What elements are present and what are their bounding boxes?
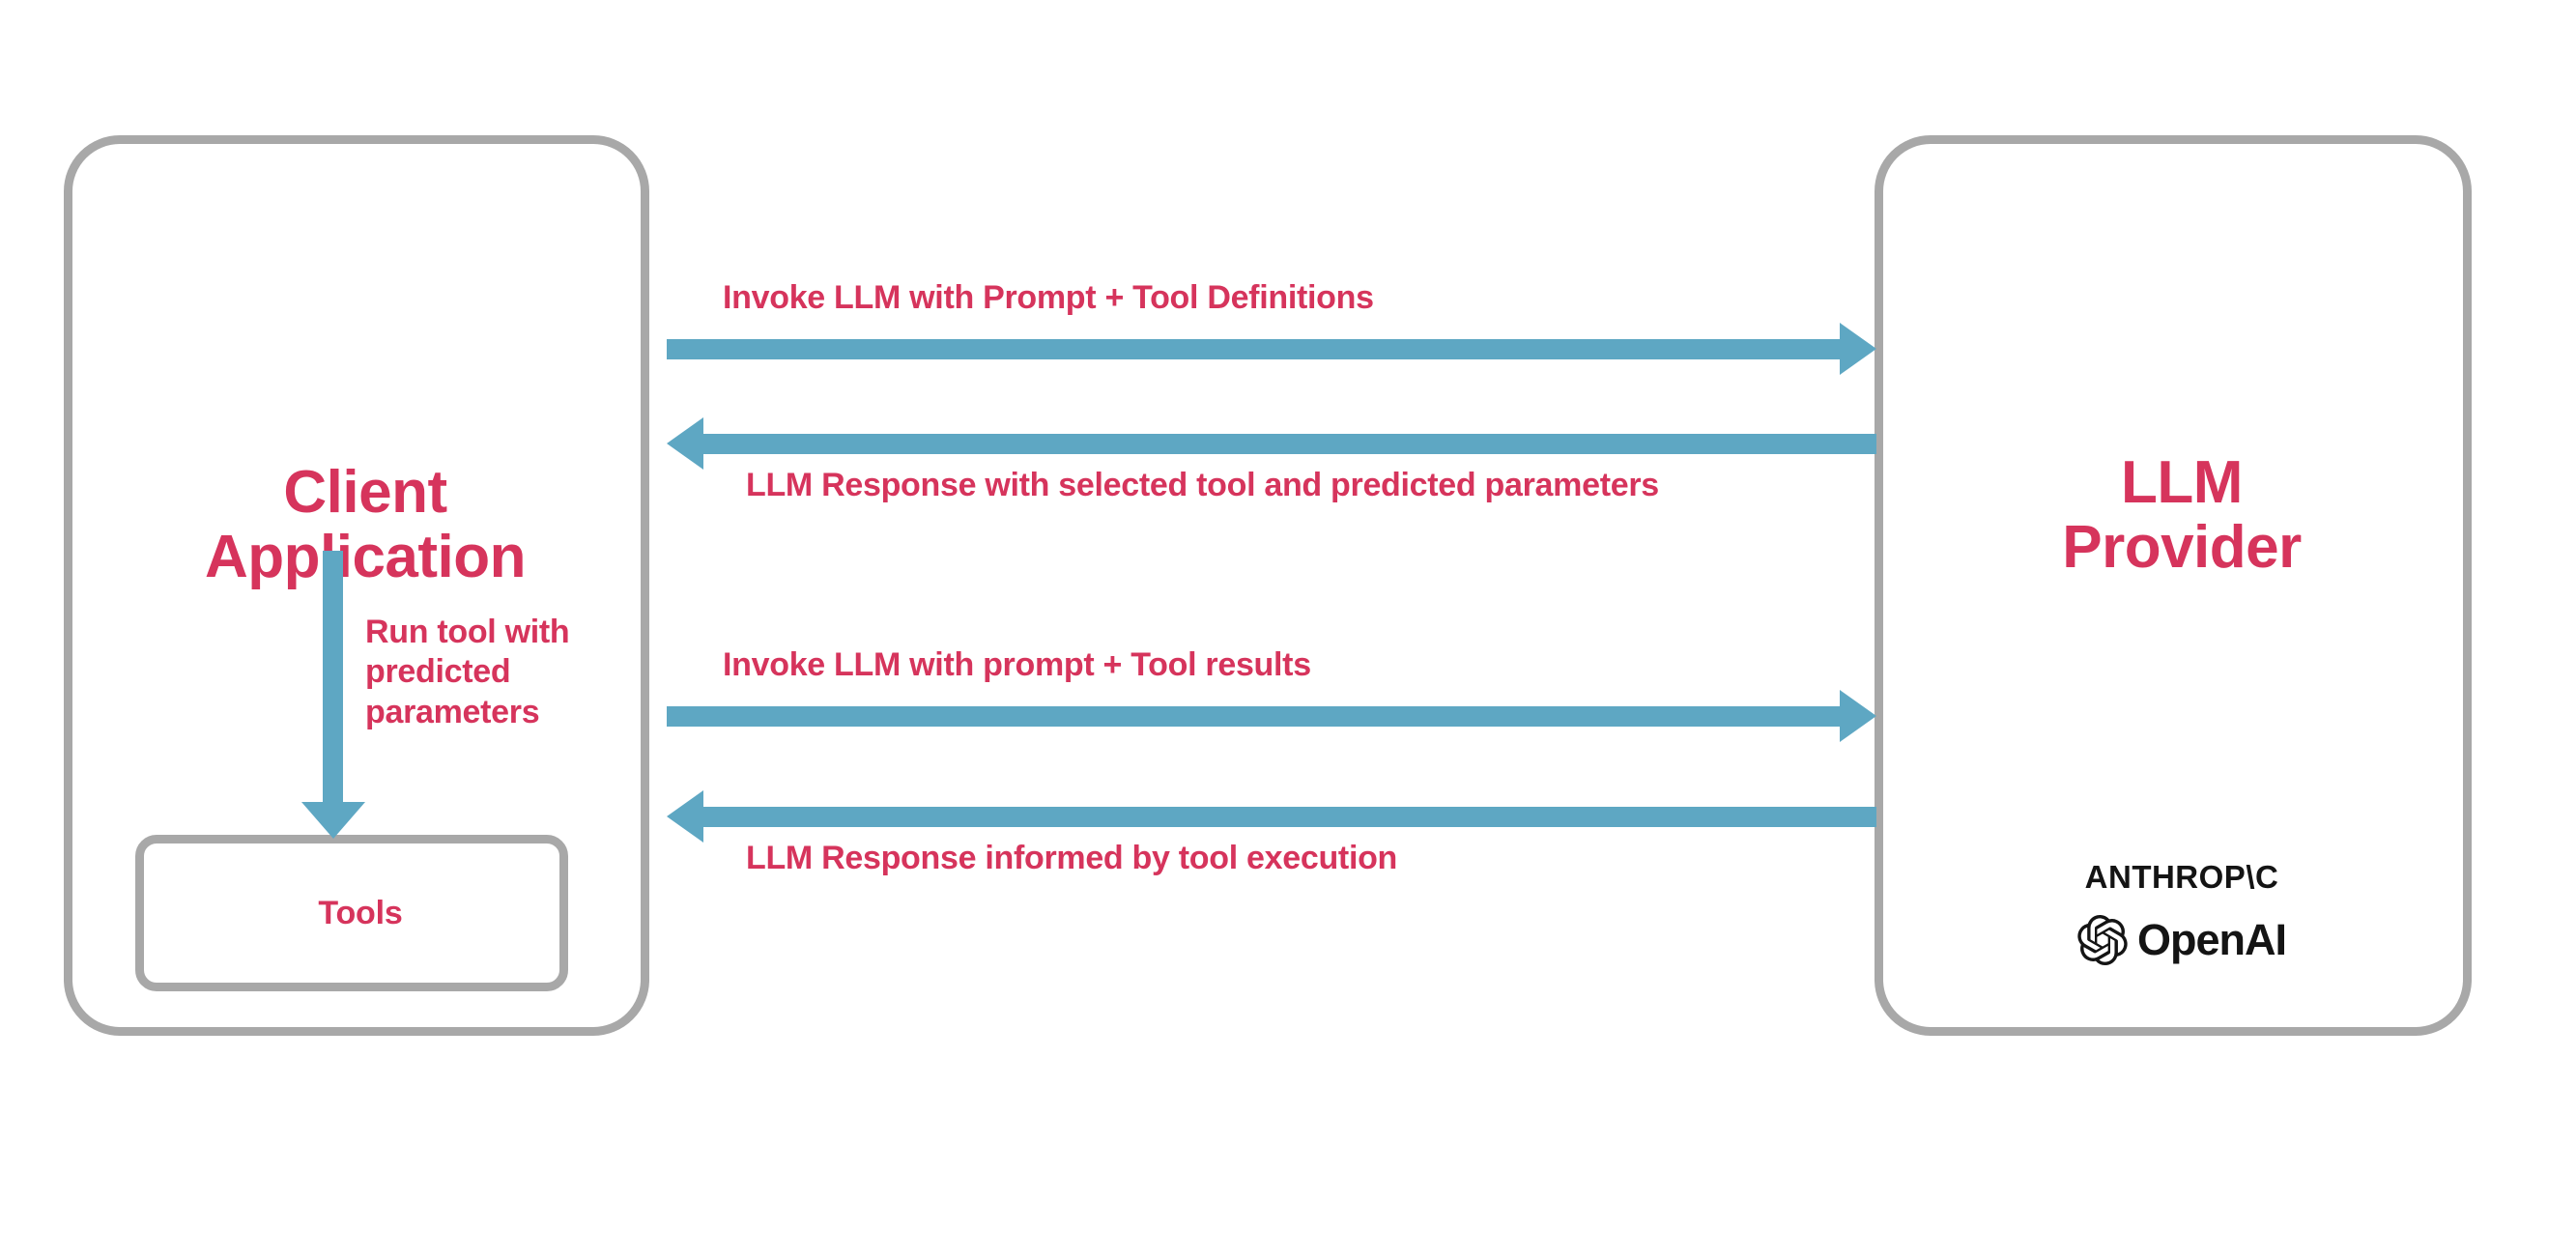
anthropic-logo: ANTHROP\C	[2084, 859, 2279, 895]
arrow-head-left-icon	[667, 790, 703, 843]
tools-node: Tools	[135, 835, 568, 991]
arrow-shaft	[667, 339, 1842, 359]
arrow-head-down-icon	[301, 802, 365, 839]
arrow-label-invoke-1: Invoke LLM with Prompt + Tool Definition…	[723, 279, 1374, 316]
llm-provider-title: LLM Provider	[2062, 449, 2302, 581]
arrow-label-invoke-2: Invoke LLM with prompt + Tool results	[723, 646, 1311, 683]
tools-label: Tools	[318, 895, 403, 931]
arrow-label-response-1: LLM Response with selected tool and pred…	[746, 467, 1659, 503]
arrow-head-right-icon	[1840, 690, 1876, 742]
arrow-head-right-icon	[1840, 323, 1876, 375]
arrow-shaft	[701, 807, 1876, 827]
arrow-label-run-tool: Run tool with predicted parameters	[365, 614, 570, 730]
openai-logo: OpenAI	[1883, 915, 2480, 965]
arrow-response-1	[667, 417, 1876, 470]
arrow-shaft	[323, 551, 343, 802]
arrow-run-tool	[301, 551, 365, 839]
llm-provider-node: LLM Provider ANTHROP\C OpenAI	[1875, 135, 2472, 1036]
openai-knot-icon	[2077, 915, 2128, 965]
arrow-invoke-2	[667, 690, 1876, 742]
arrow-response-2	[667, 790, 1876, 843]
client-application-title: Client Application	[204, 459, 527, 590]
arrow-head-left-icon	[667, 417, 703, 470]
arrow-invoke-1	[667, 323, 1876, 375]
arrow-label-response-2: LLM Response informed by tool execution	[746, 840, 1398, 876]
arrow-shaft	[667, 706, 1842, 727]
openai-wordmark: OpenAI	[2136, 915, 2287, 964]
arrow-shaft	[701, 434, 1876, 454]
